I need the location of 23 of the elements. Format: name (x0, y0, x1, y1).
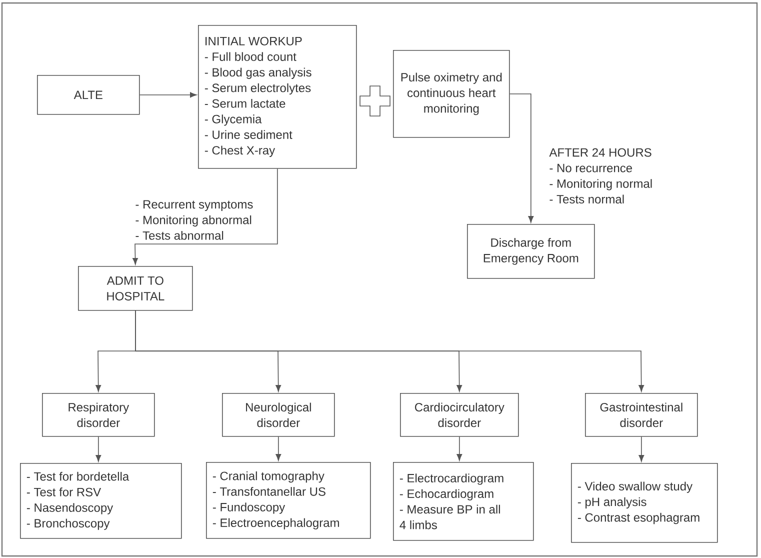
workup-box: INITIAL WORKUP - Full blood count - Blood gas analysis - Serum electrolytes - Serum lactate - Glycemia - Urine sediment - Chest X-ray (198, 25, 357, 169)
arrow (456, 436, 462, 461)
process-box: ALTE (37, 75, 140, 115)
edge-label: AFTER 24 HOURS - No recurrence - Monitoring normal - Tests normal (548, 147, 656, 204)
category-box: Respiratory disorder (42, 393, 155, 437)
arrow (638, 436, 644, 462)
arrow (139, 92, 197, 98)
test-list-box: - Test for bordetella - Test for RSV - Nasendoscopy - Bronchoscopy (20, 463, 182, 539)
test-list-box: - Cranial tomography - Transfontanellar US - Fundoscopy - Electroencephalogram (206, 462, 371, 539)
process-box: ADMIT TO HOSPITAL (78, 266, 193, 311)
test-list-box: - Electrocardiogram - Echocardiogram - Measure BP in all 4 limbs (393, 462, 534, 541)
category-box: Cardiocirculatory disorder (400, 393, 519, 437)
test-list-box: - Video swallow study - pH analysis - Contrast esophagram (571, 463, 718, 543)
arrow (135, 310, 644, 392)
category-box: Gastrointestinal disorder (585, 393, 698, 437)
arrow (132, 168, 278, 265)
category-box: Neurological disorder (222, 393, 335, 437)
outcome-box: Discharge from Emergency Room (467, 224, 595, 279)
process-box: Pulse oximetry and continuous heart monitoring (393, 50, 510, 138)
arrow (276, 436, 282, 461)
edge-label: - Recurrent symptoms - Monitoring abnormal - Tests abnormal (134, 199, 258, 241)
arrow (96, 436, 102, 462)
arrow (509, 94, 534, 223)
